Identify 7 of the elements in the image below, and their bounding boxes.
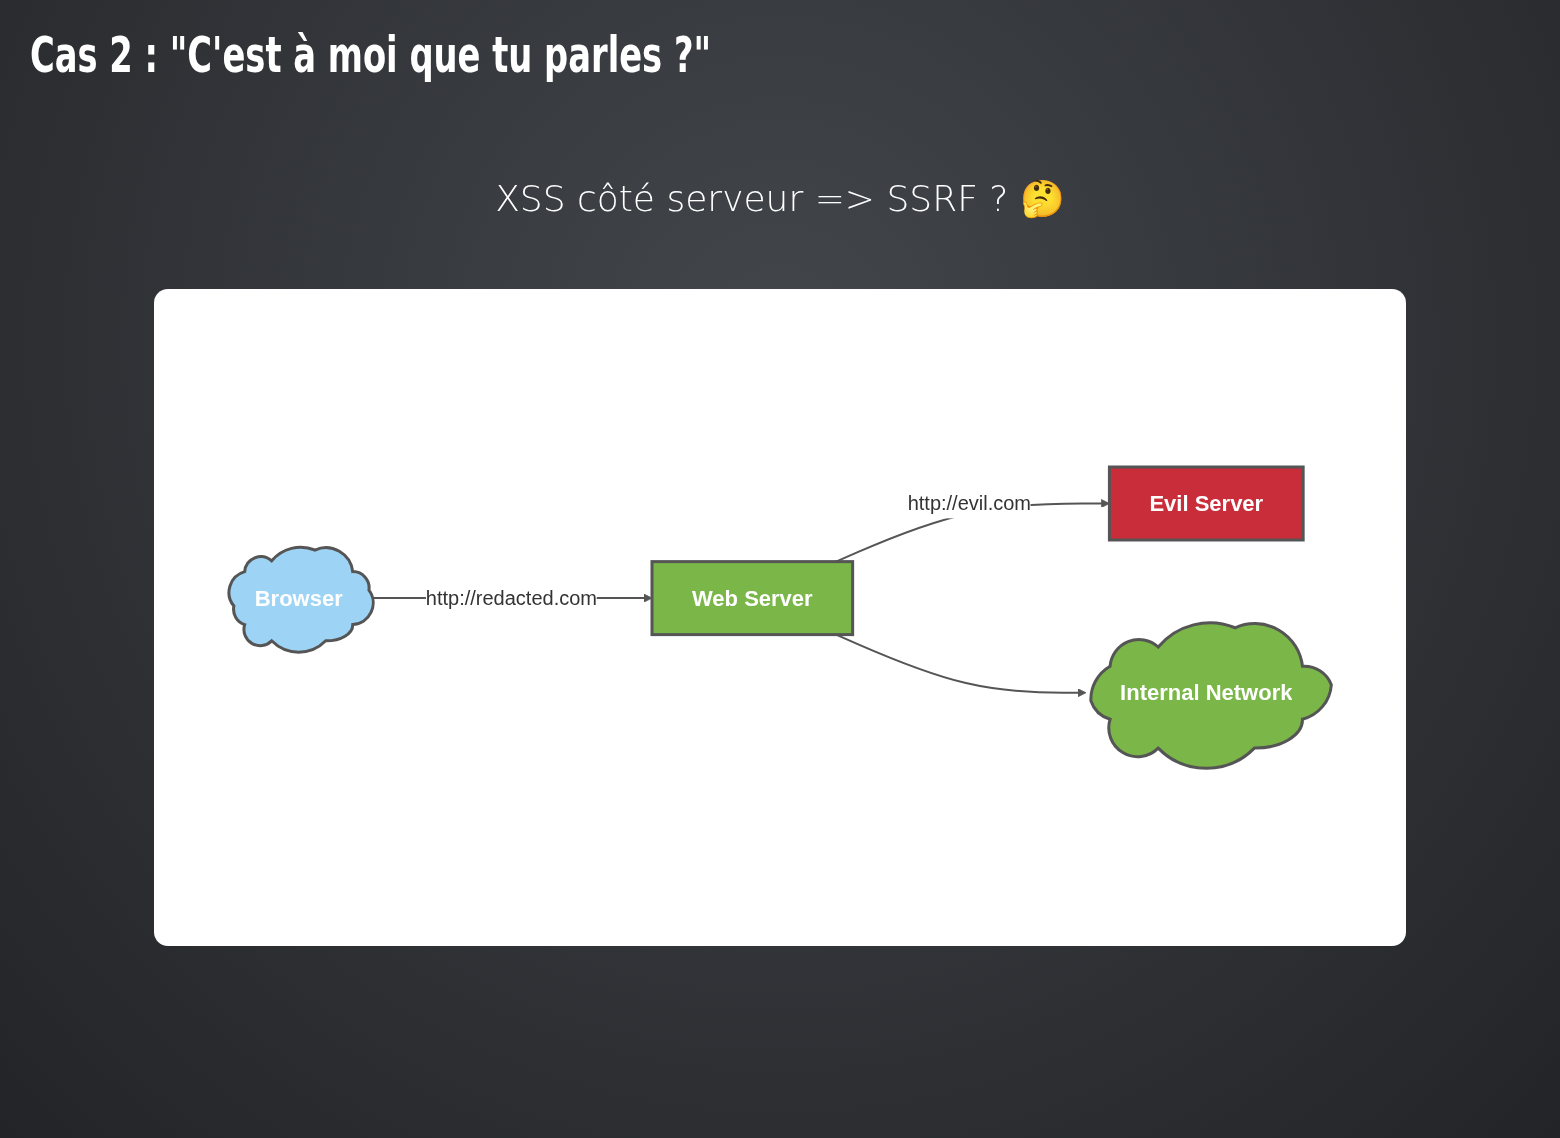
slide-title: Cas 2 : "C'est à moi que tu parles ?" <box>30 26 712 84</box>
node-box <box>650 559 854 636</box>
edge-label: http://redacted.com <box>425 586 597 609</box>
subtitle-text: XSS côté serveur => SSRF ? 🤔 <box>495 178 1065 219</box>
node-box <box>1107 465 1305 542</box>
diagram-card: http://redacted.com http://evil.com Browser Web Server Evil Server Internal Network <box>154 289 1406 946</box>
edge-label: http://evil.com <box>907 492 1031 515</box>
